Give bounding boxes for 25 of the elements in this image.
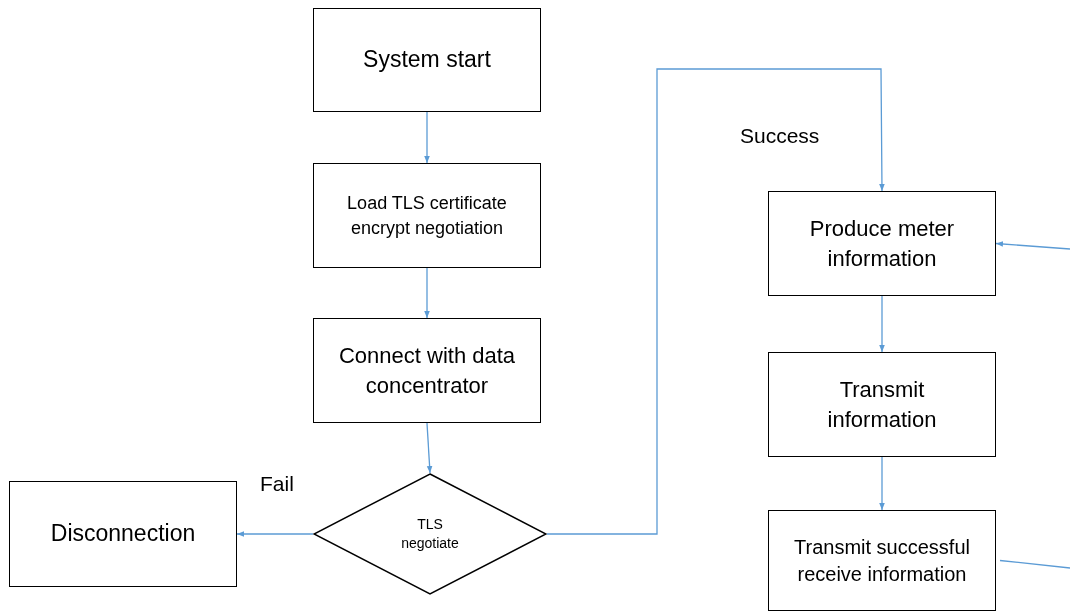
process-box — [9, 481, 237, 587]
process-box — [313, 163, 541, 268]
process-box — [768, 510, 996, 611]
arrow — [879, 456, 885, 511]
arrow — [426, 422, 433, 474]
arrow — [236, 531, 314, 537]
arrow — [879, 295, 885, 353]
node-text: Load TLS certificate encrypt negotiation — [346, 192, 508, 240]
process-box — [768, 352, 996, 457]
process-box — [313, 8, 541, 112]
process-box — [768, 191, 996, 296]
arrow — [995, 241, 1070, 250]
decision-diamond — [313, 473, 547, 595]
node-text: Produce meter information — [808, 214, 956, 273]
connector-line — [999, 559, 1070, 569]
node-text: Transmit successful receive information — [793, 534, 971, 587]
process-box — [313, 318, 541, 423]
node-text: Connect with data concentrator — [337, 341, 517, 400]
arrow — [424, 267, 430, 319]
node-text: TLS negotiate — [400, 515, 460, 553]
node-text: Disconnection — [50, 519, 196, 549]
node-text: System start — [363, 45, 491, 75]
arrow — [424, 111, 430, 164]
node-text: Transmit information — [826, 375, 938, 434]
arrow — [546, 68, 885, 535]
